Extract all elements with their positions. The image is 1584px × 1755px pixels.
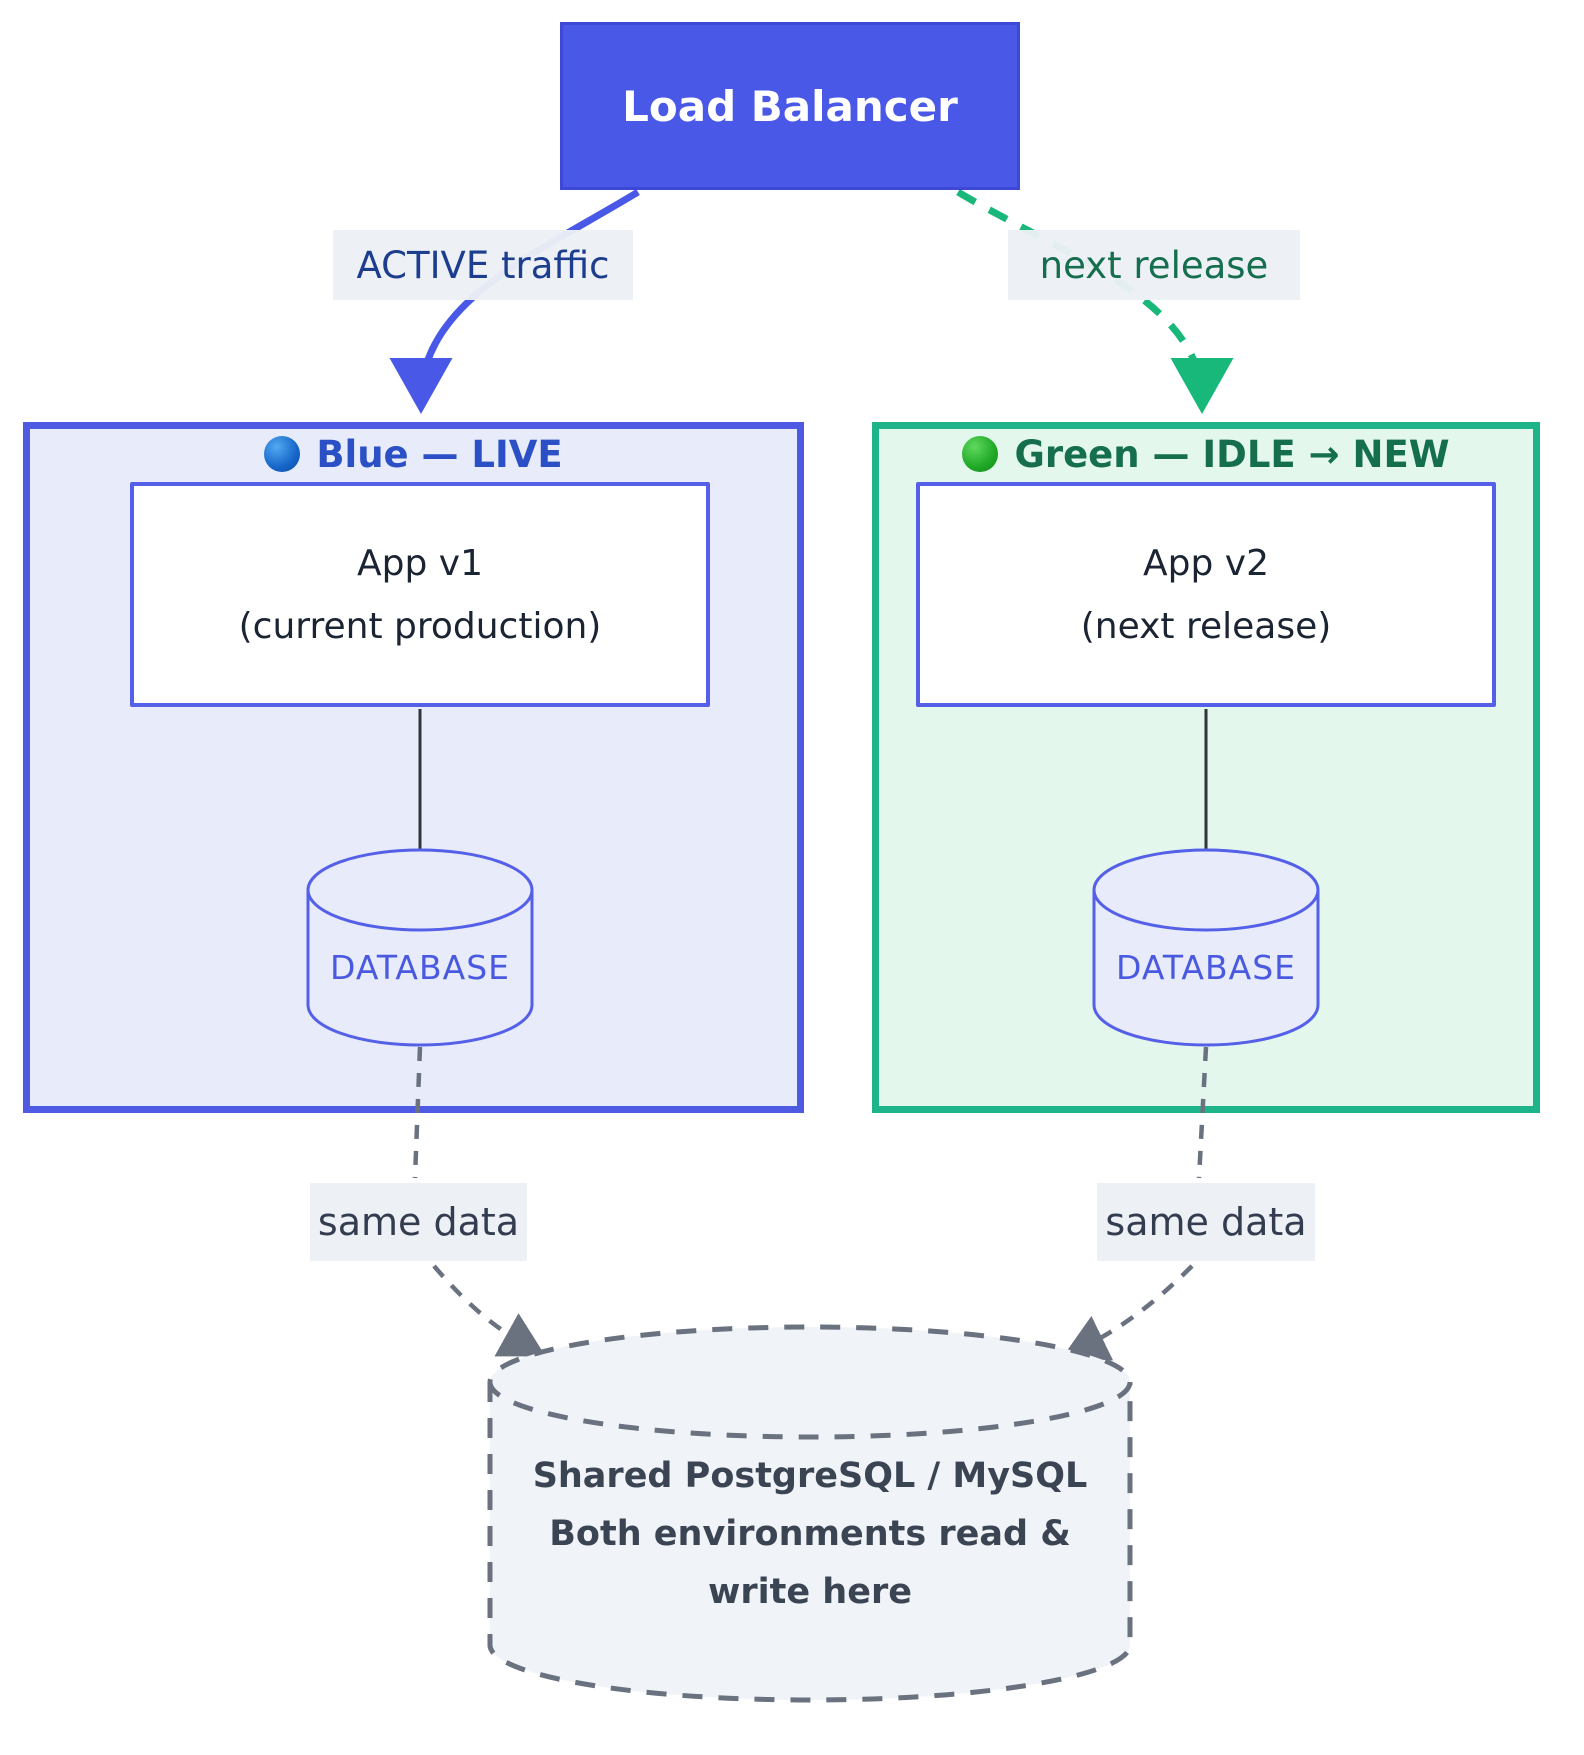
same-data-left-text: same data xyxy=(317,1200,520,1244)
green-database-label: DATABASE xyxy=(1115,948,1297,987)
load-balancer-node: Load Balancer xyxy=(560,22,1020,190)
blue-environment-title-text: Blue — LIVE xyxy=(316,432,563,476)
edge-label-same-data-right: same data xyxy=(1097,1183,1315,1261)
blue-database-label: DATABASE xyxy=(329,948,511,987)
shared-database-text: Shared PostgreSQL / MySQL Both environme… xyxy=(490,1448,1130,1621)
edge-shared-db-right xyxy=(1061,1264,1194,1361)
next-release-text: next release xyxy=(1039,243,1269,287)
green-environment-title-text: Green — IDLE → NEW xyxy=(1014,432,1450,476)
same-data-right-text: same data xyxy=(1105,1200,1307,1244)
shared-db-line1: Shared PostgreSQL / MySQL xyxy=(532,1456,1088,1496)
app-v2-node: App v2 (next release) xyxy=(916,482,1496,707)
app-v1-node: App v1 (current production) xyxy=(130,482,710,707)
edge-shared-db-left xyxy=(432,1264,546,1357)
blue-circle-icon xyxy=(264,436,301,472)
app-v1-title: App v1 xyxy=(357,542,483,584)
shared-db-line2: Both environments read & xyxy=(549,1513,1071,1554)
green-environment-title: Green — IDLE → NEW xyxy=(872,430,1540,478)
shared-db-line3: write here xyxy=(708,1571,912,1612)
app-v2-title: App v2 xyxy=(1143,542,1269,584)
edge-label-active-traffic: ACTIVE traffic xyxy=(333,230,633,300)
green-circle-icon xyxy=(962,436,999,472)
edge-label-same-data-left: same data xyxy=(310,1183,527,1261)
app-v1-subtitle: (current production) xyxy=(238,605,602,647)
blue-environment-title: Blue — LIVE xyxy=(23,430,804,478)
app-v2-subtitle: (next release) xyxy=(1080,605,1332,647)
edge-label-next-release: next release xyxy=(1008,230,1300,300)
active-traffic-text: ACTIVE traffic xyxy=(356,243,610,287)
load-balancer-label: Load Balancer xyxy=(622,81,958,131)
